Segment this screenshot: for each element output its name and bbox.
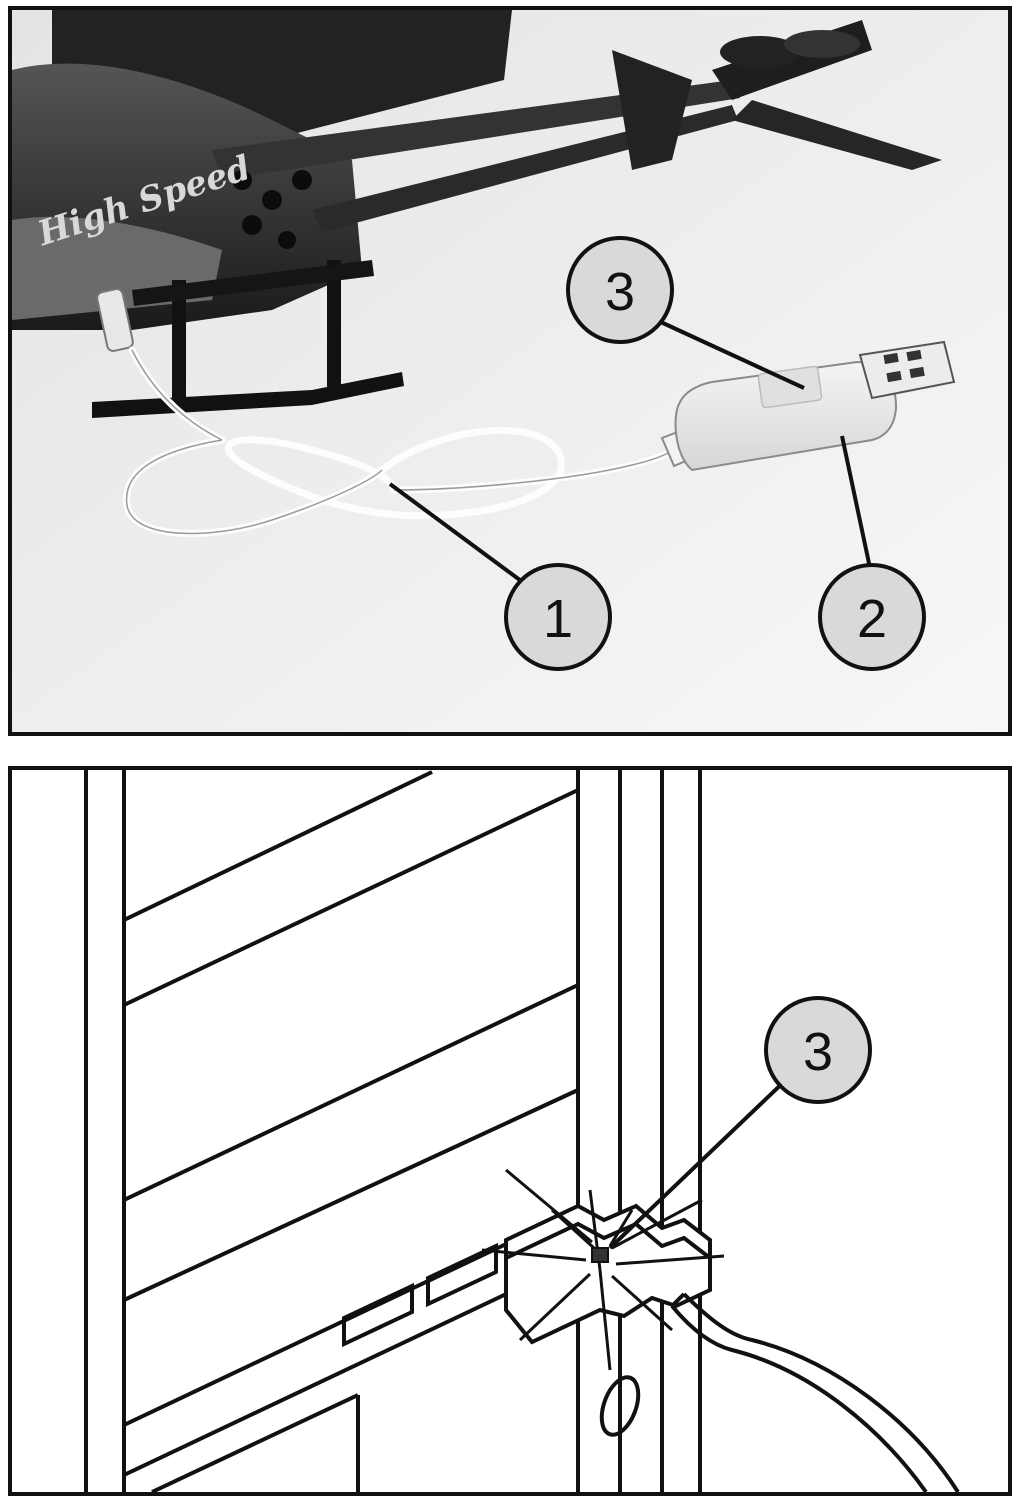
leader-line-3 bbox=[651, 316, 805, 390]
usb-charger bbox=[660, 340, 956, 472]
callout-3-bottom-label: 3 bbox=[803, 1022, 833, 1082]
leader-line-3-bottom bbox=[608, 1074, 792, 1250]
usb-port-line-drawing: 3 bbox=[84, 770, 960, 1492]
callout-3: 3 bbox=[566, 236, 674, 344]
helicopter-charger-illustration: High Speed bbox=[12, 10, 1008, 732]
helicopter: High Speed bbox=[12, 10, 942, 418]
callout-2: 2 bbox=[818, 563, 926, 671]
callout-1-label: 1 bbox=[543, 589, 573, 649]
computer-case-lines bbox=[84, 770, 960, 1492]
callout-1: 1 bbox=[504, 563, 612, 671]
callout-2-label: 2 bbox=[857, 589, 887, 649]
callout-3-bottom: 3 bbox=[764, 996, 872, 1104]
led-glow-rays bbox=[481, 1168, 725, 1371]
callout-leaders bbox=[388, 316, 872, 588]
callout-3-label: 3 bbox=[605, 262, 635, 322]
usb-port-diagram-panel: 3 bbox=[8, 766, 1012, 1496]
usb-led-icon bbox=[591, 1247, 609, 1263]
leader-line-2 bbox=[840, 435, 872, 569]
leader-line-1 bbox=[388, 482, 530, 588]
charging-led bbox=[757, 365, 823, 409]
charger-photo-panel: High Speed bbox=[8, 6, 1012, 736]
